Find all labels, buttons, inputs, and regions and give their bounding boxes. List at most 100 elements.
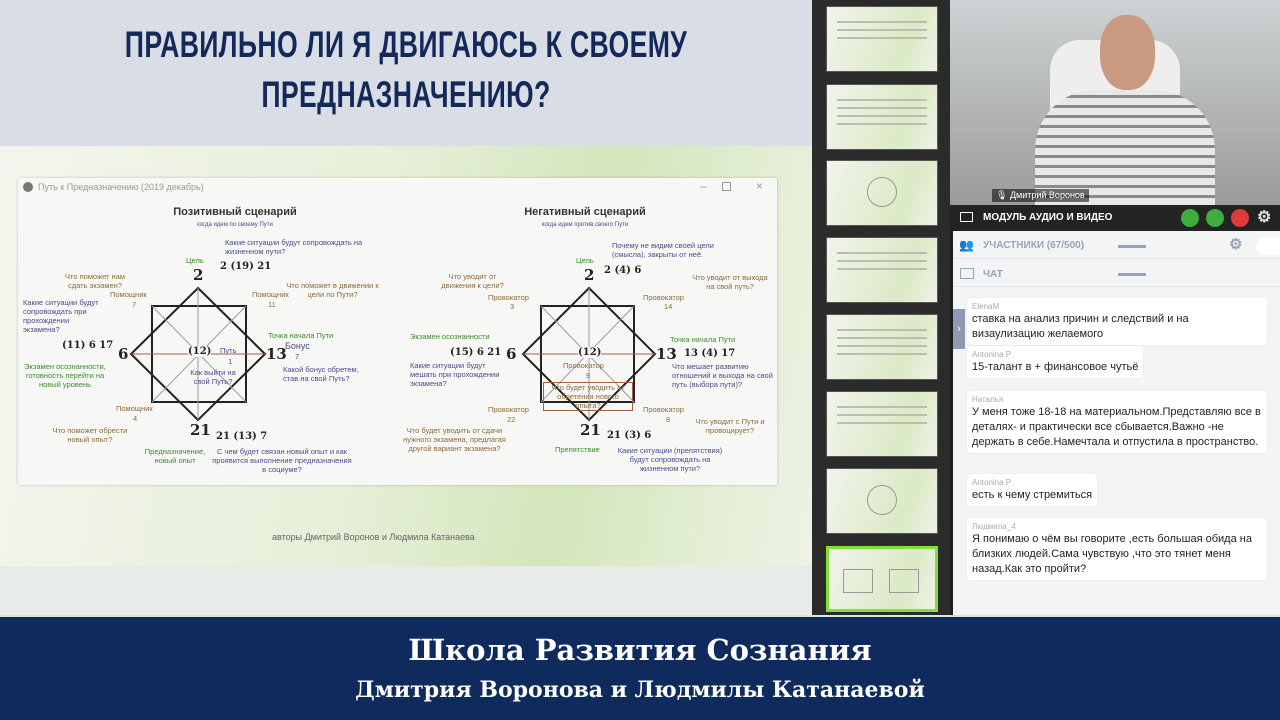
collapse-handle[interactable]	[1118, 245, 1146, 248]
expand-chevron-icon[interactable]: ›	[953, 309, 965, 349]
participants-icon: 👥	[959, 238, 974, 252]
chat-text: ставка на анализ причин и следствий и на…	[972, 313, 1189, 340]
pos-bonus-number: 7	[295, 352, 300, 361]
chat-label: ЧАТ	[983, 269, 1003, 280]
pos-bottom-label: Предназначение, новый опыт	[144, 447, 206, 465]
chat-sender: ElenaM	[972, 302, 1000, 311]
neg-prov-bl-num: 22	[507, 415, 516, 424]
participants-tab[interactable]: 👥 УЧАСТНИКИ (67/500) ⚙	[953, 232, 1280, 259]
neg-right-q: Что мешает развитию отношений и выхода н…	[672, 362, 773, 389]
speaker-head	[1100, 15, 1155, 90]
chat-icon	[960, 268, 974, 279]
pos-top-label: Цель	[186, 256, 204, 265]
screen-share-toggle-icon[interactable]	[1231, 209, 1249, 227]
chat-text: 15-талант в + финансовое чутьё	[972, 361, 1139, 373]
chat-message: Antonina P 15-талант в + финансовое чутьё	[967, 346, 1144, 378]
pos-helper-tl-num: 7	[132, 300, 137, 309]
neg-top-label: Цель	[576, 256, 594, 265]
chat-sender: Людмила_4	[972, 522, 1016, 531]
neg-left-label: Экзамен осознанности	[410, 332, 490, 341]
settings-gear-icon[interactable]: ⚙	[1257, 209, 1272, 226]
authors: авторы Дмитрий Воронов и Людмила Катанае…	[272, 532, 475, 542]
pos-left-number: 6	[118, 345, 129, 363]
pos-top-seq: 2 (19) 21	[220, 261, 272, 272]
neg-prov-tl-q: Что уводит от движения к цели?	[441, 272, 504, 290]
negative-sub: когда идем против своего Пути	[541, 222, 629, 228]
chat-text: есть к чему стремиться	[972, 489, 1093, 501]
slide-thumbnail[interactable]	[826, 160, 938, 226]
neg-top-number: 2	[584, 266, 595, 284]
chat-tab[interactable]: ЧАТ	[953, 260, 1280, 287]
side-panel: 👥 УЧАСТНИКИ (67/500) ⚙ ЧАТ › ElenaM ставк…	[953, 231, 1280, 615]
pos-helper-tl-q: Что поможет нам сдать экзамен?	[64, 272, 125, 290]
chat-sender: Antonina P	[972, 350, 1012, 359]
collapse-handle[interactable]	[1118, 273, 1146, 276]
neg-bottom-q: Какие ситуации (препятствия) будут сопро…	[617, 446, 723, 473]
participants-settings-icon[interactable]: ⚙	[1229, 236, 1243, 253]
pos-path: Путь	[220, 346, 237, 355]
slide-thumbnail[interactable]	[826, 391, 938, 457]
chat-sender: Antonina P	[972, 478, 1012, 487]
pos-helper-tl: Помощник	[110, 290, 147, 299]
slide-title-line2: ПРЕДНАЗНАЧЕНИЮ?	[261, 74, 551, 115]
neg-right-seq: 13 (4) 17	[684, 348, 736, 359]
speaker-name: 🎙 Дмитрий Воронов	[992, 189, 1089, 202]
pos-right-label: Точка начала Пути	[268, 331, 334, 340]
slide-thumbnail[interactable]	[826, 468, 938, 534]
pos-right-q: Какой бонус обретем, став на свой Путь?	[283, 365, 359, 383]
neg-prov-br-q: Что уводит с Пути и провоцирует?	[695, 417, 765, 435]
neg-prov-tr: Провокатор	[643, 293, 684, 302]
diagram-figures	[129, 286, 657, 422]
camera-toggle-icon[interactable]	[1181, 209, 1199, 227]
pos-left-label: Экзамен осознанности, готовность перейти…	[24, 362, 106, 389]
neg-center-q: Что будет уводить от обретения нового оп…	[543, 382, 633, 411]
close-icon[interactable]: ×	[756, 179, 764, 193]
neg-center: (12)	[578, 347, 602, 358]
pos-path-number: 1	[228, 357, 233, 366]
slide-thumbnail[interactable]	[826, 6, 938, 72]
microphone-toggle-icon[interactable]	[1206, 209, 1224, 227]
chat-sender: Наталья	[972, 395, 1004, 404]
pos-top-q: Какие ситуации будут сопровождать на жиз…	[225, 238, 363, 256]
banner-title: Школа Развития Сознания	[408, 633, 872, 667]
pos-helper-bl-q: Что поможет обрести новый опыт?	[52, 426, 128, 444]
neg-prov-bl-q: Что будет уводить от сдачи нужного экзам…	[403, 426, 506, 453]
pos-bottom-number: 21	[190, 421, 211, 439]
neg-bottom-label: Препятствие	[555, 445, 600, 454]
slide-bottom	[0, 566, 812, 615]
neg-top-seq: 2 (4) 6	[604, 265, 642, 276]
participants-label: УЧАСТНИКИ (67/500)	[983, 240, 1085, 251]
neg-bottom-number: 21	[580, 421, 601, 439]
neg-prov-br-num: 8	[666, 415, 671, 424]
neg-bottom-seq: 21 (3) 6	[607, 430, 652, 441]
banner-subtitle: Дмитрия Воронова и Людмилы Катанаевой	[355, 677, 925, 703]
pos-left-seq: (11) 6 17	[62, 340, 114, 351]
slide-thumbnail-active[interactable]	[826, 546, 938, 612]
slide-thumbnail[interactable]	[826, 237, 938, 303]
pos-center-q: Как выйти на свой Путь?	[190, 368, 236, 386]
neg-right-label: Точка начала Пути	[670, 335, 736, 344]
neg-left-number: 6	[506, 345, 517, 363]
diagram-window: Путь к Предназначению (2019 декабрь) – ×	[18, 178, 777, 485]
neg-prov-tr-num: 14	[664, 302, 673, 311]
neg-center-num: 9	[586, 371, 591, 380]
title-band	[0, 0, 812, 146]
pos-bottom-seq: 21 (13) 7	[216, 431, 268, 442]
participants-search[interactable]	[1256, 237, 1280, 255]
pos-helper-bl: Помощник	[116, 404, 153, 413]
pos-helper-bl-num: 4	[133, 414, 138, 423]
speaker-name-text: Дмитрий Воронов	[1009, 190, 1085, 200]
chat-message: Antonina P есть к чему стремиться	[967, 474, 1098, 506]
minimize-icon[interactable]: –	[700, 179, 707, 193]
maximize-icon[interactable]	[722, 182, 731, 191]
neg-top-q: Почему не видим своей цели (смысла), зак…	[612, 241, 714, 259]
slide-thumbnail[interactable]	[826, 84, 938, 150]
chat-message: ElenaM ставка на анализ причин и следстви…	[967, 298, 1267, 345]
module-label: МОДУЛЬ АУДИО И ВИДЕО	[983, 212, 1113, 223]
slide-thumbnail[interactable]	[826, 314, 938, 380]
neg-prov-bl: Провокатор	[488, 405, 529, 414]
speaker-body	[1035, 90, 1215, 205]
window-title: Путь к Предназначению (2019 декабрь)	[38, 182, 204, 192]
